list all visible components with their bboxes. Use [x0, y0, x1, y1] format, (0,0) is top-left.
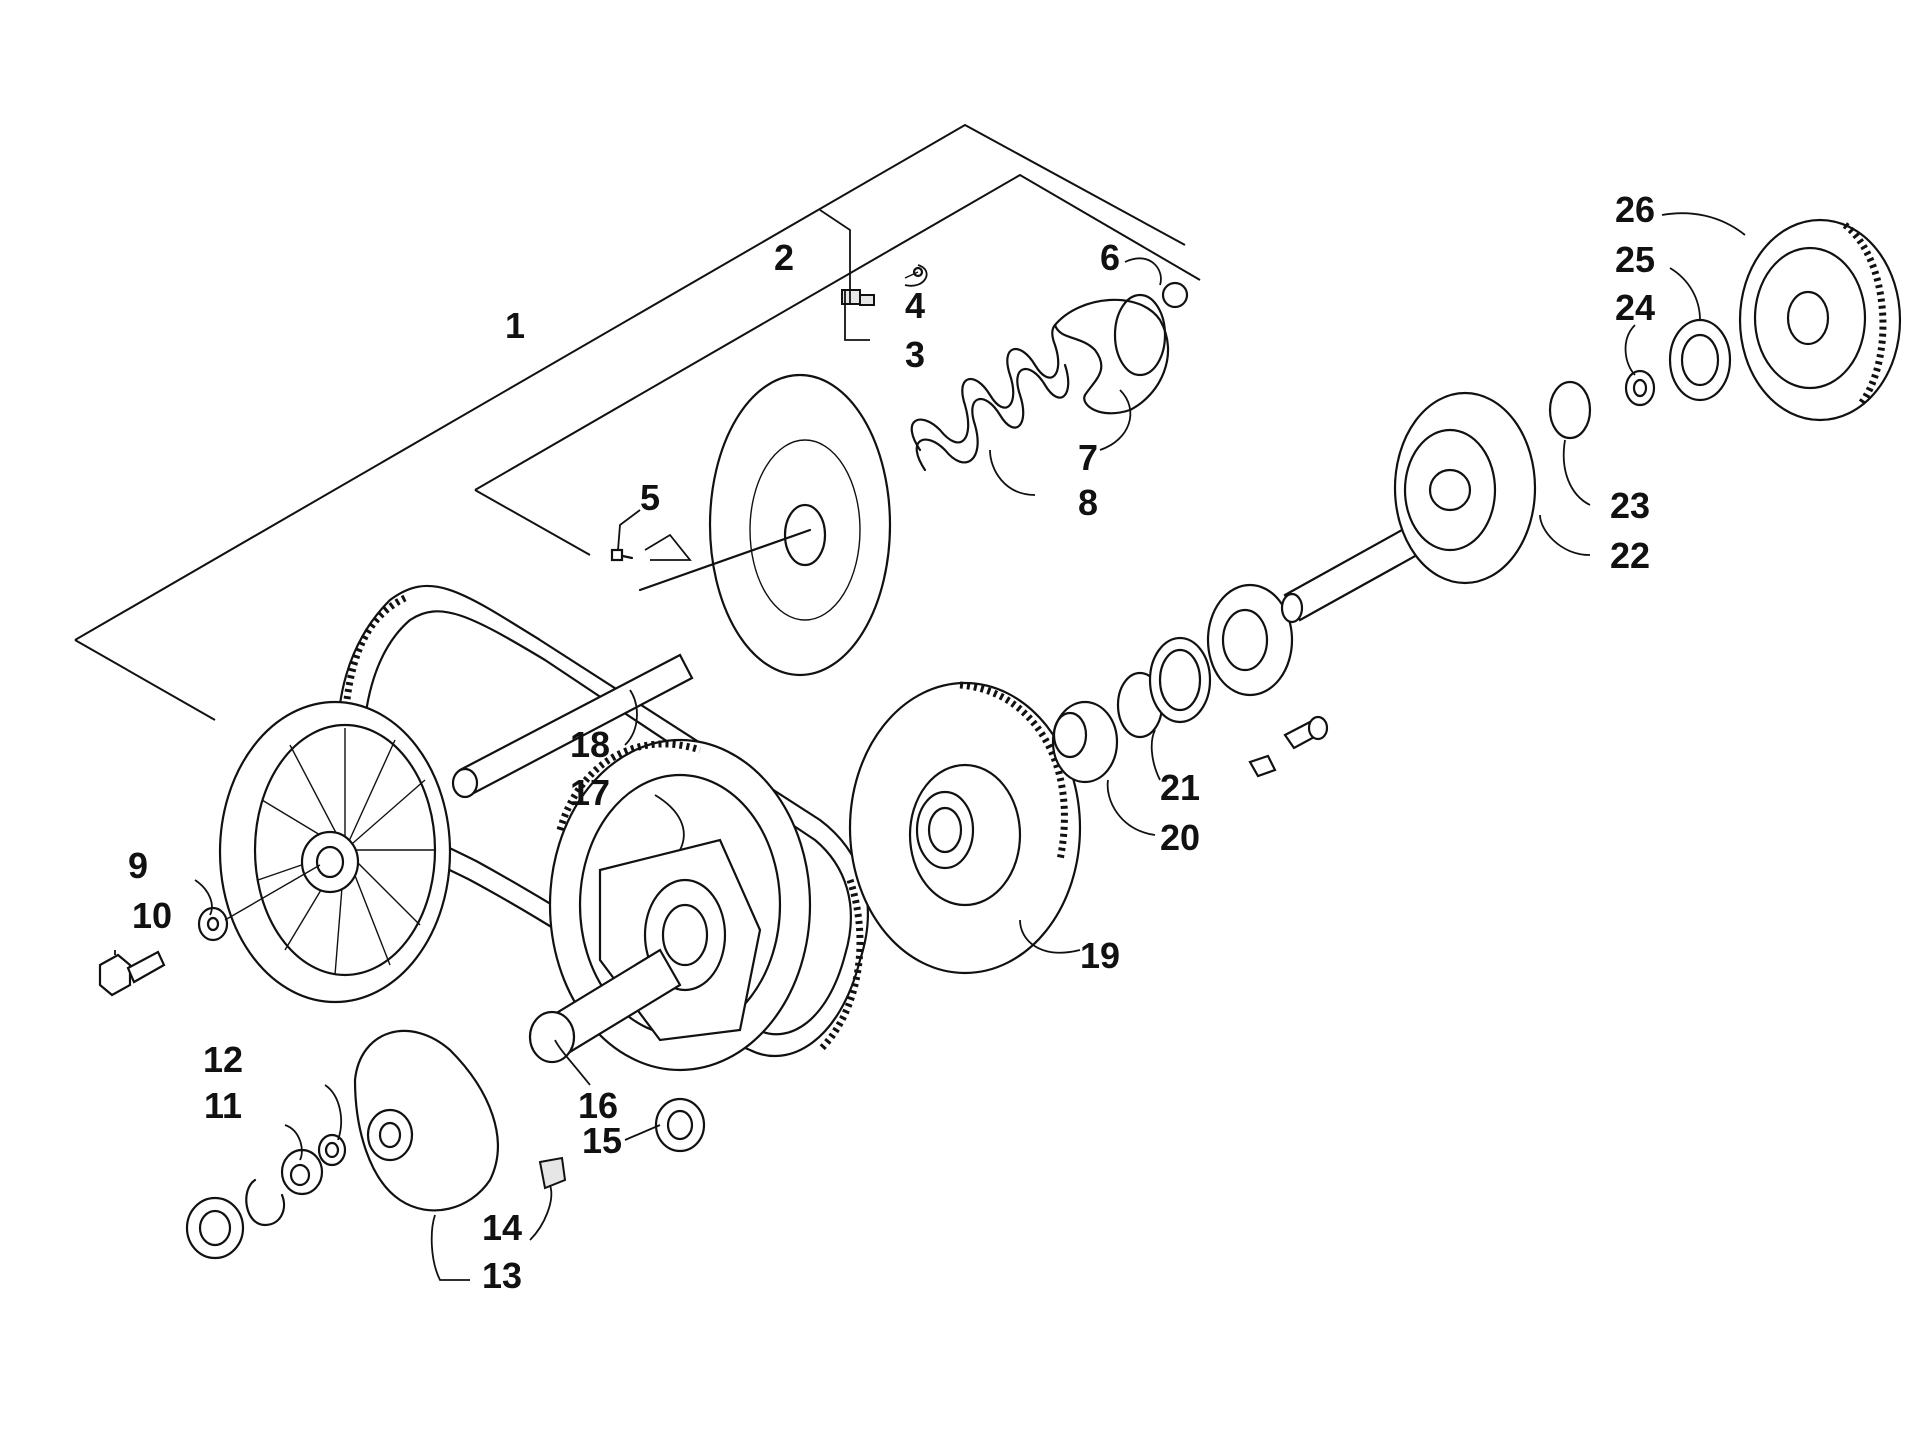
callout-5: 5: [640, 477, 660, 518]
bearing-left: [185, 1196, 245, 1260]
callout-8: 8: [1078, 482, 1098, 523]
callout-20: 20: [1160, 817, 1200, 858]
bracket-assembly-2: [474, 173, 1201, 491]
bushing-20: [1051, 700, 1119, 784]
callout-2: 2: [774, 237, 794, 278]
callout-11: 11: [204, 1085, 242, 1126]
clip-assembly: [841, 266, 924, 306]
callout-9: 9: [128, 845, 148, 886]
callout-3: 3: [905, 334, 925, 375]
callout-7: 7: [1078, 437, 1098, 478]
movable-sheave: [638, 373, 892, 677]
callout-labels: 1 2 3 4 5 6 7 8 9 10 11 12 13 14 15 16 1…: [128, 189, 1655, 1296]
bracket-assembly-1: [74, 123, 1186, 641]
callout-14: 14: [482, 1207, 522, 1248]
assembly-brackets: [74, 123, 1201, 721]
callout-19: 19: [1080, 935, 1120, 976]
seal: [1148, 636, 1212, 724]
moveable-face: [353, 1029, 499, 1212]
callout-17: 17: [570, 772, 610, 813]
callout-4: 4: [905, 285, 925, 326]
callout-24: 24: [1615, 287, 1655, 328]
callout-26: 26: [1615, 189, 1655, 230]
roller-15: [654, 1097, 706, 1153]
fixed-sheave: [218, 653, 694, 1004]
callout-6: 6: [1100, 237, 1120, 278]
callout-18: 18: [570, 724, 610, 765]
bolt-10: [98, 950, 166, 997]
cam-cup: [1053, 281, 1189, 415]
bearing-25: [1668, 318, 1732, 402]
slider-14: [538, 1156, 567, 1190]
callout-25: 25: [1615, 239, 1655, 280]
washer-12: [317, 1133, 347, 1167]
callout-10: 10: [132, 895, 172, 936]
driven-sheave: [848, 681, 1082, 975]
centrifugal-clutch: [1738, 218, 1902, 422]
pin: [610, 548, 634, 562]
callout-16: 16: [578, 1085, 618, 1126]
drive-belt: [336, 584, 869, 1058]
callout-12: 12: [203, 1039, 243, 1080]
bushing-24: [1624, 369, 1656, 407]
clutch-drum-shaft: [1280, 391, 1537, 624]
callout-1: 1: [505, 305, 525, 346]
snap-ring: [245, 1178, 286, 1227]
callout-13: 13: [482, 1255, 522, 1296]
callout-22: 22: [1610, 535, 1650, 576]
leader-lines: [114, 209, 1746, 1281]
washer-9: [197, 864, 321, 942]
small-bolt-nut: [1248, 715, 1329, 778]
ring-23: [1548, 380, 1592, 440]
callout-23: 23: [1610, 485, 1650, 526]
spring: [910, 322, 1080, 472]
drive-clutch: [528, 738, 812, 1072]
bearing-right: [1206, 583, 1294, 697]
callout-15: 15: [582, 1120, 622, 1161]
callout-21: 21: [1160, 767, 1200, 808]
